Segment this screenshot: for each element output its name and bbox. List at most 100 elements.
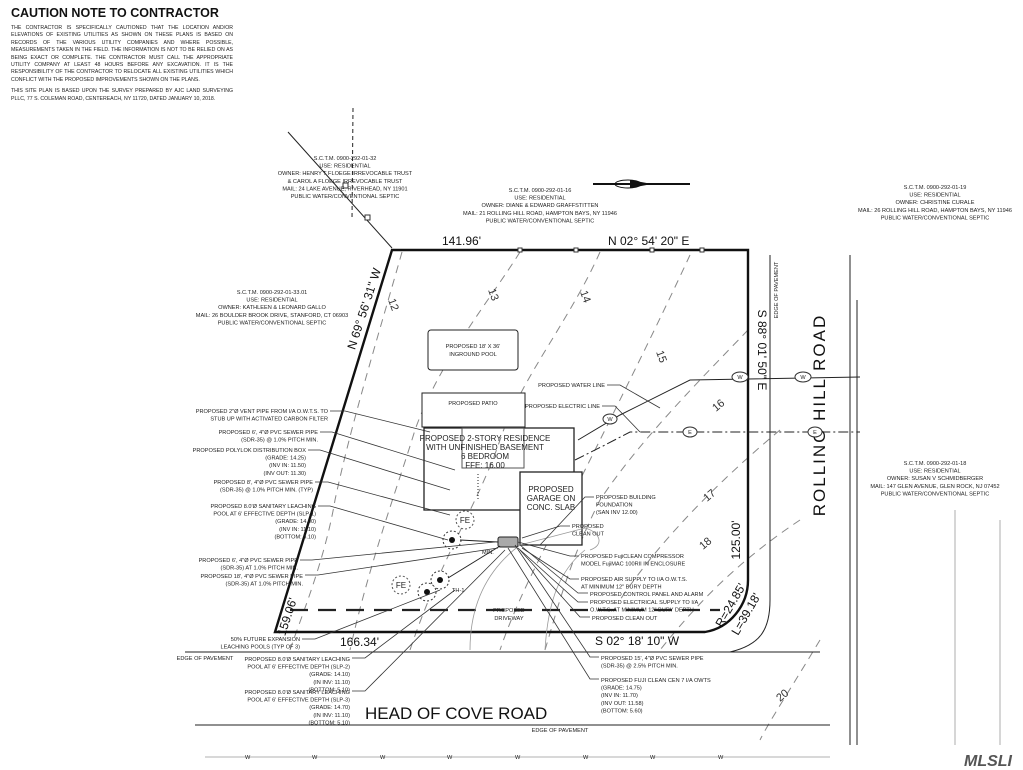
label-line: PUBLIC WATER/CONVENTIONAL SEPTIC [291, 194, 400, 200]
south-bearing: S 02° 18' 10" W [595, 634, 680, 648]
svg-text:FE: FE [396, 581, 406, 590]
boundary-markers [517, 247, 705, 253]
edge-of-pavement-label: EDGE OF PAVEMENT [774, 261, 780, 318]
callout-sewer-pipe-6ft-b: PROPOSED 6', 4"Ø PVC SEWER PIPE(SDR-35) … [199, 558, 299, 572]
label-line: OWNER: CHRISTINE CURALE [896, 200, 975, 206]
label-line: (INV IN: 11.10) [279, 527, 316, 533]
label-line: (BOTTOM: 5.10) [308, 720, 350, 726]
label-line: (IN INV: 11.10) [313, 680, 350, 686]
label-line: PUBLIC WATER/CONVENTIONAL SEPTIC [218, 320, 327, 326]
label-line: (INV OUT: 11.30) [264, 471, 307, 477]
svg-text:W: W [245, 755, 251, 761]
svg-text:W: W [650, 755, 656, 761]
survey-note: THIS SITE PLAN IS BASED UPON THE SURVEY … [11, 88, 233, 102]
label-line: S.C.T.M. 0900-292-01-16 [509, 188, 572, 194]
east-bearing: S 88° 01' 50" E [755, 310, 769, 391]
label-line: MAIL: 26 BOULDER BROOK DRIVE, STANFORD, … [196, 313, 348, 319]
callout-fuji-owts: PROPOSED FUJI CLEAN CEN 7 I/A OWTS(GRADE… [601, 678, 711, 714]
label-line: (INV IN: 11.70) [601, 693, 638, 699]
svg-text:W: W [718, 755, 724, 761]
label-line: OWNER: HENRY T FLOEGE IRREVOCABLE TRUST [278, 171, 413, 177]
label-line: PUBLIC WATER/CONVENTIONAL SEPTIC [486, 218, 595, 224]
contour-label: 17 [701, 487, 718, 504]
label-line: PROPOSED 8', 4"Ø PVC SEWER PIPE [214, 480, 314, 486]
label-line: PROPOSED FUJI CLEAN CEN 7 I/A OWTS [601, 678, 711, 684]
label-line: (SDR-35) @ 1.0% PITCH MIN. [241, 438, 318, 444]
south-length: 166.34' [340, 635, 379, 649]
label-line: S.C.T.M. 0900-292-01-18 [904, 461, 967, 467]
label-line: LEACHING POOLS (TYP OF 3) [221, 645, 301, 651]
svg-text:W: W [800, 375, 806, 381]
label-line: PROPOSED 6', 4"Ø PVC SEWER PIPE [219, 430, 319, 436]
label-line: POOL AT 6' EFFECTIVE DEPTH (SLP-2) [247, 665, 350, 671]
svg-text:E: E [688, 430, 692, 436]
label-line: PROPOSED CONTROL PANEL AND ALARM [590, 592, 704, 598]
label-line: PROPOSED ELECTRICAL SUPPLY TO I/A [590, 600, 698, 606]
svg-text:W: W [515, 755, 521, 761]
head-of-cove-road-edges [185, 651, 830, 758]
callout-sewer-pipe-8ft: PROPOSED 8', 4"Ø PVC SEWER PIPE (SDR-35) … [214, 480, 314, 494]
contour-label: 12 [385, 297, 400, 313]
svg-text:FFE: 16.00: FFE: 16.00 [465, 461, 505, 470]
callout-water-line: PROPOSED WATER LINE [538, 383, 605, 389]
label-line: USE: RESIDENTIAL [319, 164, 370, 170]
water-main-marks: W W W W W W W W [245, 755, 724, 761]
east-length: 125.00' [729, 521, 743, 560]
label-line: S.C.T.M. 0900-292-01-33.01 [237, 290, 308, 296]
svg-text:INGROUND POOL: INGROUND POOL [449, 352, 497, 358]
label-line: & CAROL A FLOEGE IRREVOCABLE TRUST [288, 179, 403, 185]
label-line: (INV IN: 11.50) [269, 463, 306, 469]
north-bearing: N 02° 54' 20" E [608, 234, 689, 248]
label-line: POOL AT 6' EFFECTIVE DEPTH (SLP-3) [247, 698, 350, 704]
svg-text:WITH UNFINISHED BASEMENT: WITH UNFINISHED BASEMENT [426, 443, 544, 452]
svg-text:W: W [380, 755, 386, 761]
svg-text:6 BEDROOM: 6 BEDROOM [461, 452, 509, 461]
inground-pool: PROPOSED 18' X 36' INGROUND POOL [427, 329, 519, 371]
label-line: S.C.T.M. 0900-292-01-19 [904, 185, 967, 191]
label-line: FOUNDATION [596, 503, 633, 509]
test-hole-label: TH-1 [452, 588, 464, 594]
label-line: PROPOSED ELECTRIC LINE [525, 404, 600, 410]
label-line: USE: RESIDENTIAL [909, 469, 960, 475]
label-line: USE: RESIDENTIAL [514, 196, 565, 202]
head-of-cove-road-label: HEAD OF COVE ROAD [365, 704, 547, 723]
label-line: PROPOSED [572, 524, 604, 530]
label-line: PROPOSED FujiCLEAN COMPRESSOR [581, 554, 684, 560]
label-line: PROPOSED CLEAN OUT [592, 616, 658, 622]
property-boundary [273, 248, 750, 634]
label-line: MAIL: 147 GLEN AVENUE, GLEN ROCK, NJ 074… [870, 484, 999, 490]
label-line: (SDR-35) @ 1.0% PITCH MIN. (TYP) [220, 488, 313, 494]
callout-sewer-pipe-18ft: PROPOSED 18', 4"Ø PVC SEWER PIPE(SDR-35)… [200, 574, 303, 588]
water-line: W W W [577, 371, 861, 441]
rolling-hill-road-label: ROLLING HILL ROAD [810, 314, 829, 516]
svg-text:W: W [312, 755, 318, 761]
svg-text:W: W [583, 755, 589, 761]
caution-note: CAUTION NOTE TO CONTRACTOR THE CONTRACTO… [11, 6, 233, 107]
svg-text:E: E [813, 430, 817, 436]
north-arrow-icon [593, 179, 690, 189]
label-line: CLEAN OUT [572, 532, 605, 538]
label-line: (GRADE: 14.25) [265, 456, 306, 462]
neighbor-fence-line [287, 107, 393, 249]
label-line: MAIL: 21 ROLLING HILL ROAD, HAMPTON BAYS… [463, 211, 617, 217]
edge-of-pavement-label: EDGE OF PAVEMENT [532, 728, 589, 734]
svg-text:PROPOSED PATIO: PROPOSED PATIO [448, 401, 498, 407]
label-line: PROPOSED 8.0'Ø SANITARY LEACHING [210, 504, 316, 510]
callout-vent-pipe: PROPOSED 2"Ø VENT PIPE FROM I/A O.W.T.S.… [196, 409, 329, 423]
callout-clean-out: PROPOSED CLEAN OUT [572, 524, 605, 538]
callout-clean-out-2: PROPOSED CLEAN OUT [592, 616, 658, 622]
svg-text:PROPOSED: PROPOSED [528, 485, 574, 494]
label-line: MAIL: 26 ROLLING HILL ROAD, HAMPTON BAYS… [858, 208, 1012, 214]
label-line: PROPOSED 15', 4"Ø PVC SEWER PIPE [601, 656, 704, 662]
callout-leaders [300, 384, 661, 692]
svg-text:MIN.: MIN. [482, 550, 494, 556]
septic-system: MIN. TH-1 [417, 530, 519, 602]
label-line: OWNER: SUSAN V SCHMIDBERGER [887, 476, 983, 482]
patio: PROPOSED PATIO [421, 392, 526, 428]
